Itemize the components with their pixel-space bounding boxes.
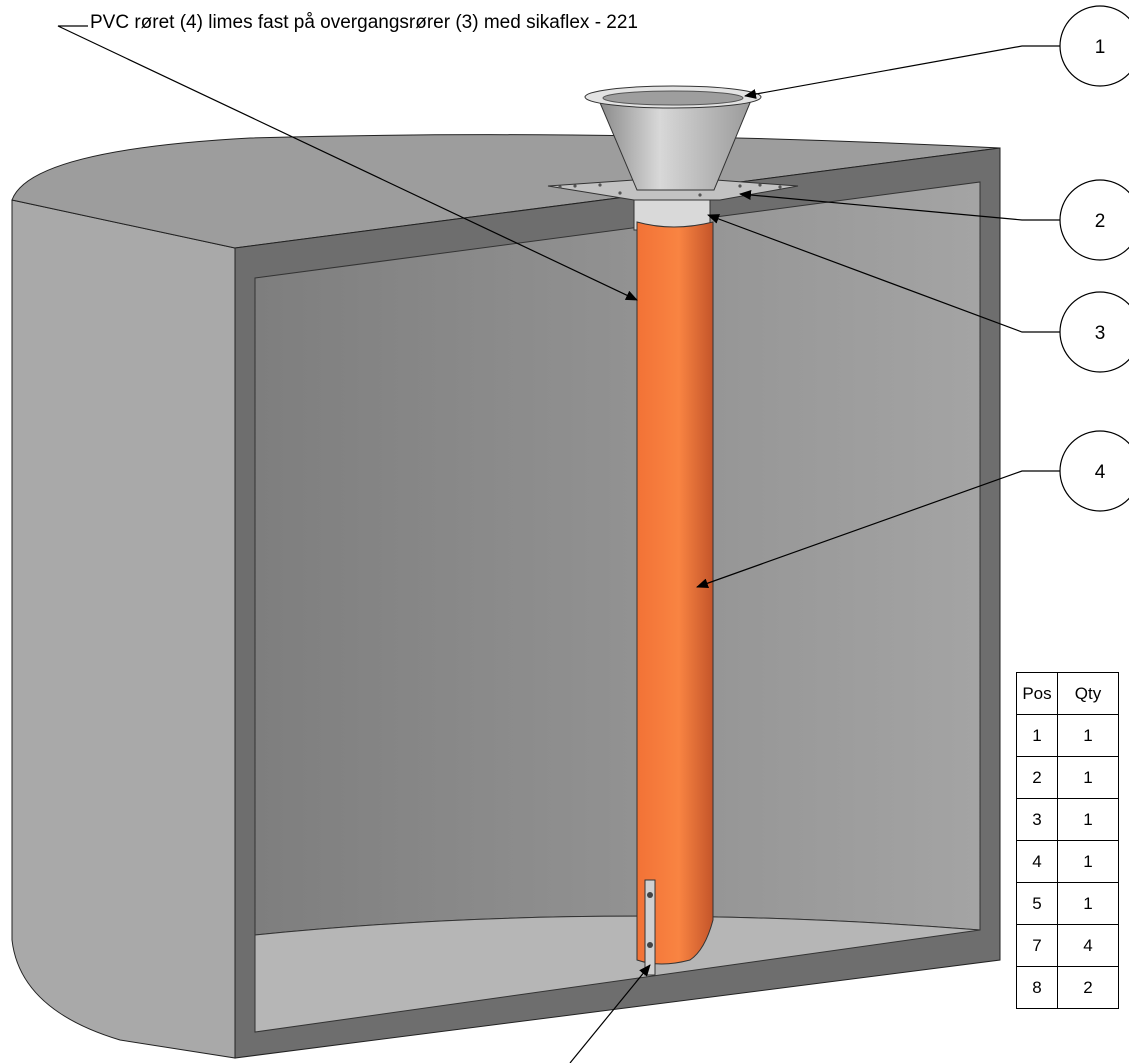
tank-outer-wall	[11, 199, 236, 1059]
bom-pos: 2	[1016, 756, 1058, 799]
tank-inner-floor	[254, 915, 981, 1033]
bom-row: 3 1	[1016, 798, 1119, 841]
bom-header-qty: Qty	[1057, 672, 1119, 715]
bom-pos: 8	[1016, 966, 1058, 1009]
pvc-pipe	[636, 221, 714, 965]
balloon-1: 1	[1059, 5, 1129, 87]
note-leader-line	[57, 25, 638, 301]
bom-pos: 1	[1016, 714, 1058, 757]
bom-row: 1 1	[1016, 714, 1119, 757]
assembly-note: PVC røret (4) limes fast på overgangsrør…	[90, 12, 639, 33]
bom-row: 8 2	[1016, 966, 1119, 1009]
bom-qty: 1	[1057, 714, 1119, 757]
bracket-bolt	[647, 892, 653, 898]
flange-holes	[558, 183, 782, 197]
bom-row: 2 1	[1016, 756, 1119, 799]
bom-qty: 1	[1057, 882, 1119, 925]
bom-qty: 1	[1057, 798, 1119, 841]
svg-text:4: 4	[1095, 462, 1106, 483]
svg-text:1: 1	[1095, 37, 1106, 58]
balloon-2: 2	[1059, 179, 1129, 261]
funnel-opening	[602, 90, 744, 106]
bom-qty: 2	[1057, 966, 1119, 1009]
balloon-3-leader	[707, 214, 1060, 333]
bracket-bolt	[647, 942, 653, 948]
bom-row: 5 1	[1016, 882, 1119, 925]
bom-pos: 4	[1016, 840, 1058, 883]
tank-top-surface	[11, 134, 1001, 249]
bom-pos: 5	[1016, 882, 1058, 925]
bom-row: 4 1	[1016, 840, 1119, 883]
bom-row: 7 4	[1016, 924, 1119, 967]
balloon-1-leader	[744, 45, 1060, 99]
balloon-5-leader	[569, 964, 651, 1063]
bom-qty: 1	[1057, 756, 1119, 799]
bom-qty: 1	[1057, 840, 1119, 883]
bom-header-row: Pos Qty	[1016, 672, 1119, 715]
svg-text:2: 2	[1095, 211, 1106, 232]
tank-inner-wall	[254, 181, 981, 936]
bom-pos: 3	[1016, 798, 1058, 841]
balloon-2-leader	[739, 190, 1060, 221]
bill-of-materials: Pos Qty 1 1 2 1 3 1 4 1 5 1 7 4 8	[1016, 672, 1119, 1009]
balloon-3: 3	[1059, 291, 1129, 373]
bom-pos: 7	[1016, 924, 1058, 967]
balloon-4-leader	[696, 470, 1060, 589]
bom-header-pos: Pos	[1016, 672, 1058, 715]
svg-text:3: 3	[1095, 323, 1106, 344]
balloon-4: 4	[1059, 430, 1129, 512]
bom-qty: 4	[1057, 924, 1119, 967]
